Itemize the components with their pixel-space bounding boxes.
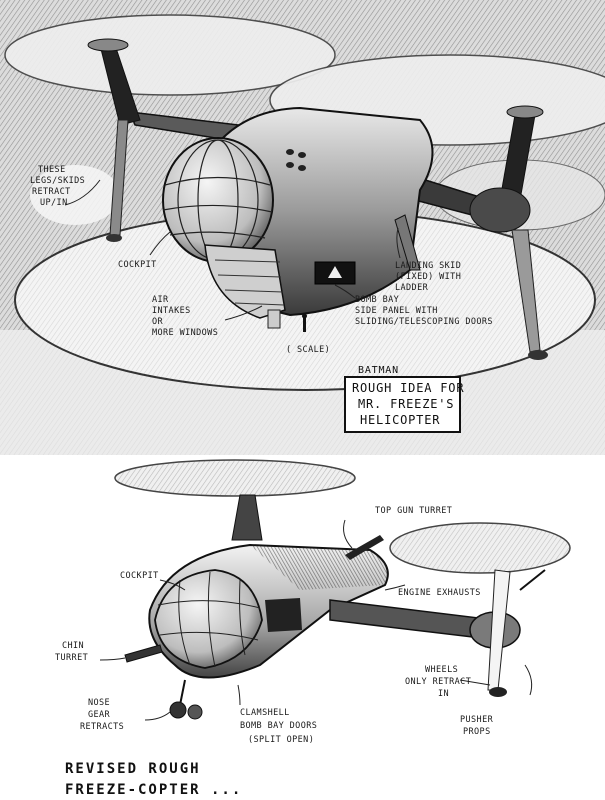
svg-text:WHEELS: WHEELS xyxy=(425,665,458,675)
svg-text:ROUGH IDEA FOR: ROUGH IDEA FOR xyxy=(352,381,464,395)
bottom-annotation-nose-gear: NOSE GEAR RETRACTS xyxy=(80,698,124,732)
svg-text:SLIDING/TELESCOPING DOORS: SLIDING/TELESCOPING DOORS xyxy=(355,317,493,327)
svg-text:RETRACTS: RETRACTS xyxy=(80,722,124,732)
bottom-annotation-chin-turret: CHIN TURRET xyxy=(55,641,88,663)
bottom-annotation-clamshell: CLAMSHELL BOMB BAY DOORS (SPLIT OPEN) xyxy=(240,708,317,745)
bottom-annotation-wheels: WHEELS ONLY RETRACT IN xyxy=(405,665,471,699)
svg-text:TURRET: TURRET xyxy=(55,653,88,663)
svg-text:PROPS: PROPS xyxy=(463,727,491,737)
top-annotation-landing-skid: LANDING SKID (FIXED) WITH LADDER xyxy=(395,261,461,293)
top-annotation-legs: THESE LEGS/SKIDS RETRACT UP/IN xyxy=(30,165,85,208)
svg-text:MORE WINDOWS: MORE WINDOWS xyxy=(152,328,218,338)
svg-text:AIR: AIR xyxy=(152,295,169,305)
svg-text:HELICOPTER: HELICOPTER xyxy=(360,413,440,427)
top-annotation-bomb-bay: BOMB BAY SIDE PANEL WITH SLIDING/TELESCO… xyxy=(355,295,493,327)
bottom-annotation-pusher-props: PUSHER PROPS xyxy=(460,715,494,737)
svg-text:BOMB BAY: BOMB BAY xyxy=(355,295,399,305)
svg-text:IN: IN xyxy=(438,689,449,699)
svg-text:OR: OR xyxy=(152,317,164,327)
svg-text:LEGS/SKIDS: LEGS/SKIDS xyxy=(30,176,85,186)
svg-text:INTAKES: INTAKES xyxy=(152,306,191,316)
bottom-sketch: TOP GUN TURRET COCKPIT ENGINE EXHAUSTS C… xyxy=(0,455,605,800)
bottom-label-cockpit: COCKPIT xyxy=(120,571,159,581)
svg-text:MR. FREEZE'S: MR. FREEZE'S xyxy=(358,397,454,411)
svg-text:BATMAN: BATMAN xyxy=(358,365,399,376)
svg-text:SIDE PANEL WITH: SIDE PANEL WITH xyxy=(355,306,438,316)
svg-text:LANDING SKID: LANDING SKID xyxy=(395,261,461,271)
svg-text:LADDER: LADDER xyxy=(395,283,429,293)
svg-text:PUSHER: PUSHER xyxy=(460,715,494,725)
title-box: BATMAN ROUGH IDEA FOR MR. FREEZE'S HELIC… xyxy=(344,365,464,433)
bottom-label-top-gun: TOP GUN TURRET xyxy=(375,506,452,516)
svg-text:CLAMSHELL: CLAMSHELL xyxy=(240,708,290,718)
top-label-cockpit: COCKPIT xyxy=(118,260,157,270)
bottom-label-engine: ENGINE EXHAUSTS xyxy=(398,588,481,598)
rotor-disc-left xyxy=(4,14,336,96)
svg-text:(FIXED) WITH: (FIXED) WITH xyxy=(395,272,461,282)
svg-text:CHIN: CHIN xyxy=(62,641,84,651)
caption-line-1: REVISED ROUGH xyxy=(65,761,201,777)
svg-text:RETRACT: RETRACT xyxy=(32,187,71,197)
cockpit-dome-top xyxy=(162,137,274,263)
top-label-scale: ( SCALE) xyxy=(286,345,330,355)
svg-text:UP/IN: UP/IN xyxy=(40,198,68,208)
top-sketch: THESE LEGS/SKIDS RETRACT UP/IN COCKPIT A… xyxy=(0,0,605,455)
svg-text:ONLY RETRACT: ONLY RETRACT xyxy=(405,677,471,687)
svg-text:(SPLIT OPEN): (SPLIT OPEN) xyxy=(248,735,314,745)
svg-text:BOMB BAY DOORS: BOMB BAY DOORS xyxy=(240,721,317,731)
svg-text:THESE: THESE xyxy=(38,165,66,175)
caption-line-2: FREEZE-COPTER ... xyxy=(65,782,242,798)
top-annotation-air-intakes: AIR INTAKES OR MORE WINDOWS xyxy=(152,295,218,338)
svg-text:GEAR: GEAR xyxy=(88,710,111,720)
svg-text:NOSE: NOSE xyxy=(88,698,110,708)
